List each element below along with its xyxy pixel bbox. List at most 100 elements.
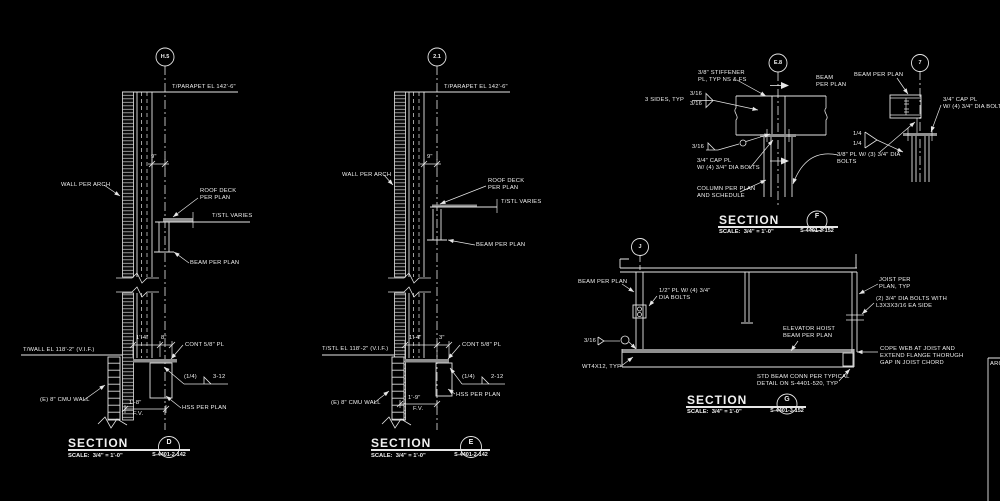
break-line — [116, 286, 159, 298]
grid-bubble-label: 2.1 — [433, 54, 441, 60]
sheet-number: S-4401-3-152 — [770, 408, 804, 414]
direction-arrow — [781, 82, 789, 89]
dim-label: 1'-9" — [408, 395, 421, 401]
field-verify-label: F.V. — [133, 411, 144, 417]
weld-size-label: 3/16 — [690, 91, 703, 97]
detail-mark: E — [468, 439, 474, 446]
roof-deck-note: PER PLAN — [488, 185, 519, 191]
section-title: SECTION — [719, 213, 780, 227]
roof-deck-note: PER PLAN — [200, 195, 231, 201]
hss-note: HSS PER PLAN — [456, 392, 501, 398]
weld-size-label: 3/16 — [690, 101, 703, 107]
beam-note: BEAM PER PLAN — [190, 260, 240, 266]
sheet-number: S-4401-2-142 — [152, 452, 186, 458]
weld-symbol — [597, 336, 605, 346]
beam-note: BEAM PER PLAN — [476, 242, 526, 248]
cap-plate-note: 3/4" CAP PL — [697, 158, 732, 164]
detail-d-linework — [21, 47, 250, 458]
hanger-2 — [741, 272, 753, 324]
cap-plate-note: W/ (4) 3/4" DIA BOLTS — [943, 104, 1000, 110]
cmu-note: (E) 8" CMU WALL — [40, 397, 90, 403]
bolts-note: L3X3X3/16 EA SIDE — [876, 303, 933, 309]
detail-7-linework — [864, 54, 942, 185]
sheet-number: S-4401-3-152 — [800, 228, 834, 234]
wall-note: WALL PER ARCH — [61, 182, 111, 188]
section-scale: SCALE: 3/4" = 1'-0" — [719, 229, 774, 235]
tstl-note: T/STL VARIES — [212, 213, 253, 219]
grid-bubble-label: J — [638, 244, 642, 250]
beam-per-plan — [154, 222, 174, 253]
plate-note: CONT 5/8" PL — [185, 342, 225, 348]
dim-label: 1'-4" — [409, 335, 422, 341]
grid-bubble-label: H.5 — [160, 54, 170, 60]
weld-symbol — [184, 376, 228, 385]
cont-plate — [405, 359, 449, 363]
splice-plate — [632, 304, 647, 319]
bolts — [904, 100, 909, 113]
column — [911, 136, 930, 182]
dim-label: 1'-8" — [129, 400, 142, 406]
weld-length-label: 3-12 — [213, 374, 226, 380]
section-scale: SCALE: 3/4" = 1'-0" — [68, 453, 123, 459]
roof-deck-note: ROOF DECK — [488, 178, 525, 184]
parapet-elevation-label: T/PARAPET EL 142'-6" — [444, 84, 508, 90]
detail-mark-circle — [806, 210, 828, 232]
wt-hanger — [630, 271, 650, 349]
weld-size-label: 1/4 — [853, 131, 862, 137]
wall-elevation-label: T/WALL EL 118'-2" (V.I.F.) — [23, 347, 95, 353]
column-note: COLUMN PER PLAN — [697, 186, 756, 192]
weld-size-label: 3/16 — [584, 338, 597, 344]
cap-plate-note: 3/4" CAP PL — [943, 97, 978, 103]
joist-top-chord — [620, 267, 857, 273]
hoist-beam-top-flange — [622, 349, 854, 353]
weld-size-label: (1/4) — [184, 374, 197, 380]
weld-size-label: (1/4) — [462, 374, 475, 380]
grid-bubble-circle — [631, 238, 649, 256]
weld-sides-note: 3 SIDES, TYP — [645, 97, 685, 103]
detail-mark-circle — [460, 436, 482, 458]
detail-mark: G — [784, 396, 790, 403]
section-title: SECTION — [68, 436, 129, 450]
clipped-adjacent-label: ARC — [990, 361, 1000, 367]
hoist-beam-note: BEAM PER PLAN — [783, 333, 833, 339]
weld-length-label: 2-12 — [491, 374, 504, 380]
break-line — [388, 286, 431, 298]
weld-symbol — [864, 131, 878, 149]
joist-web — [851, 272, 858, 352]
weld-size-label: 3/16 — [692, 144, 705, 150]
break-line — [381, 416, 412, 429]
break-line — [824, 96, 828, 135]
cap-plate — [760, 134, 796, 137]
cap-plate-note: W/ (4) 3/4" DIA BOLTS — [697, 165, 760, 171]
dim-label: 1'-4" — [136, 335, 149, 341]
detail-f-linework — [692, 53, 839, 232]
stiffener-plates — [771, 96, 786, 135]
weld-symbol — [706, 142, 718, 151]
sheet-number: S-4401-2-142 — [454, 452, 488, 458]
adjacent-view-border — [987, 357, 1000, 501]
hoist-beam — [621, 349, 855, 368]
bolt — [637, 312, 642, 317]
section-title: SECTION — [687, 393, 748, 407]
roof-deck — [432, 204, 477, 208]
cmu-wall — [107, 356, 121, 421]
cmu-wall — [391, 356, 405, 421]
roof-deck-note: ROOF DECK — [200, 188, 237, 194]
wt-note: WT4X12, TYP — [582, 364, 622, 370]
joist-note: PLAN, TYP — [879, 284, 911, 290]
beam-note: BEAM — [816, 75, 834, 81]
tstl-note: T/STL VARIES — [501, 199, 542, 205]
detail-mark: D — [166, 439, 172, 446]
beam-note: PER PLAN — [816, 82, 847, 88]
grid-bubble-label: 7 — [918, 60, 922, 66]
cont-plate — [133, 359, 177, 363]
plate-note: DIA BOLTS — [659, 295, 691, 301]
column — [763, 137, 793, 197]
hss-column — [435, 362, 453, 397]
plate-note: 3/8" PL W/ (3) 3/4" DIA — [837, 152, 901, 158]
seat-angle — [842, 352, 854, 367]
wall-elevation-label: T/STL EL 118'-2" (V.I.F.) — [322, 346, 389, 352]
beam-note: BEAM PER PLAN — [854, 72, 904, 78]
dim-label: 8" — [161, 335, 167, 341]
